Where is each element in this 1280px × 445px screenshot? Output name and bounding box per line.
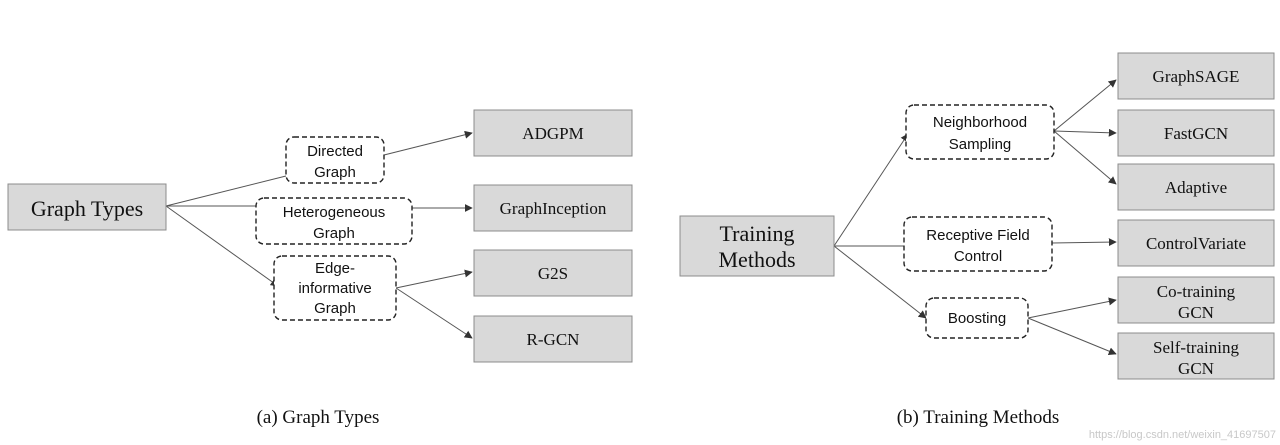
- edge-neighborhood-adaptive: [1053, 130, 1117, 185]
- node-fastgcn: FastGCN: [1117, 109, 1275, 157]
- node-adgpm: ADGPM: [473, 109, 633, 157]
- svg-text:ControlVariate: ControlVariate: [1146, 234, 1246, 253]
- node-g2s: G2S: [473, 249, 633, 297]
- node-adaptive: Adaptive: [1117, 163, 1275, 211]
- node-training-methods: Training Methods: [679, 215, 835, 277]
- node-edge-informative-graph: Edge- informative Graph: [273, 255, 397, 321]
- svg-text:GraphSAGE: GraphSAGE: [1153, 67, 1240, 86]
- svg-text:Edge-: Edge-: [315, 260, 355, 277]
- node-graphinception: GraphInception: [473, 184, 633, 232]
- svg-text:Graph: Graph: [314, 164, 356, 181]
- svg-text:Heterogeneous: Heterogeneous: [283, 204, 386, 221]
- svg-text:ADGPM: ADGPM: [522, 124, 583, 143]
- svg-text:Graph: Graph: [313, 225, 355, 242]
- edge-directed-adgpm: [383, 130, 473, 156]
- graph-types-edges: [165, 130, 473, 339]
- svg-text:Adaptive: Adaptive: [1165, 178, 1227, 197]
- node-receptive-field-control: Receptive Field Control: [903, 216, 1053, 272]
- training-methods-edges: [833, 79, 1117, 355]
- svg-text:FastGCN: FastGCN: [1164, 124, 1228, 143]
- node-graphsage: GraphSAGE: [1117, 52, 1275, 100]
- node-self-training-gcn: Self-training GCN: [1117, 332, 1275, 380]
- node-neighborhood-sampling: Neighborhood Sampling: [905, 104, 1055, 160]
- svg-text:Graph: Graph: [314, 300, 356, 317]
- node-graph-types-label: Graph Types: [31, 196, 143, 221]
- svg-text:Control: Control: [954, 248, 1002, 265]
- node-boosting: Boosting: [925, 297, 1029, 339]
- svg-text:Methods: Methods: [719, 247, 796, 272]
- caption-graph-types: (a) Graph Types: [257, 407, 380, 428]
- svg-text:Boosting: Boosting: [948, 310, 1006, 327]
- svg-text:Receptive Field: Receptive Field: [926, 227, 1029, 244]
- node-graph-types: Graph Types: [7, 183, 167, 231]
- svg-text:Co-training: Co-training: [1157, 282, 1236, 301]
- edge-edge-informative-g2s: [395, 269, 473, 289]
- node-rgcn: R-GCN: [473, 315, 633, 363]
- svg-text:Neighborhood: Neighborhood: [933, 114, 1027, 131]
- edge-root-boosting: [833, 245, 927, 319]
- edge-neighborhood-fastgcn: [1053, 128, 1117, 137]
- node-directed-graph: Directed Graph: [285, 136, 385, 184]
- svg-text:GCN: GCN: [1178, 303, 1214, 322]
- svg-text:Training: Training: [720, 221, 795, 246]
- edge-edge-informative-rgcn: [395, 287, 473, 339]
- edge-boosting-selftraining: [1027, 317, 1117, 355]
- node-co-training-gcn: Co-training GCN: [1117, 276, 1275, 324]
- edge-boosting-cotraining: [1027, 297, 1117, 319]
- edge-neighborhood-graphsage: [1053, 79, 1117, 132]
- edge-root-directed: [165, 175, 287, 207]
- caption-training-methods: (b) Training Methods: [897, 407, 1060, 428]
- node-heterogeneous-graph: Heterogeneous Graph: [255, 197, 413, 245]
- svg-text:GCN: GCN: [1178, 359, 1214, 378]
- svg-text:GraphInception: GraphInception: [500, 199, 607, 218]
- watermark-url: https://blog.csdn.net/weixin_41697507: [1089, 429, 1276, 441]
- edge-receptive-controlvariate: [1051, 238, 1117, 247]
- edge-root-edge-informative: [165, 205, 279, 287]
- node-controlvariate: ControlVariate: [1117, 219, 1275, 267]
- svg-text:G2S: G2S: [538, 264, 568, 283]
- edge-root-neighborhood: [833, 133, 909, 247]
- svg-text:informative: informative: [298, 280, 371, 297]
- svg-text:R-GCN: R-GCN: [527, 330, 580, 349]
- svg-text:Sampling: Sampling: [949, 136, 1012, 153]
- svg-text:Directed: Directed: [307, 143, 363, 160]
- svg-text:Self-training: Self-training: [1153, 338, 1239, 357]
